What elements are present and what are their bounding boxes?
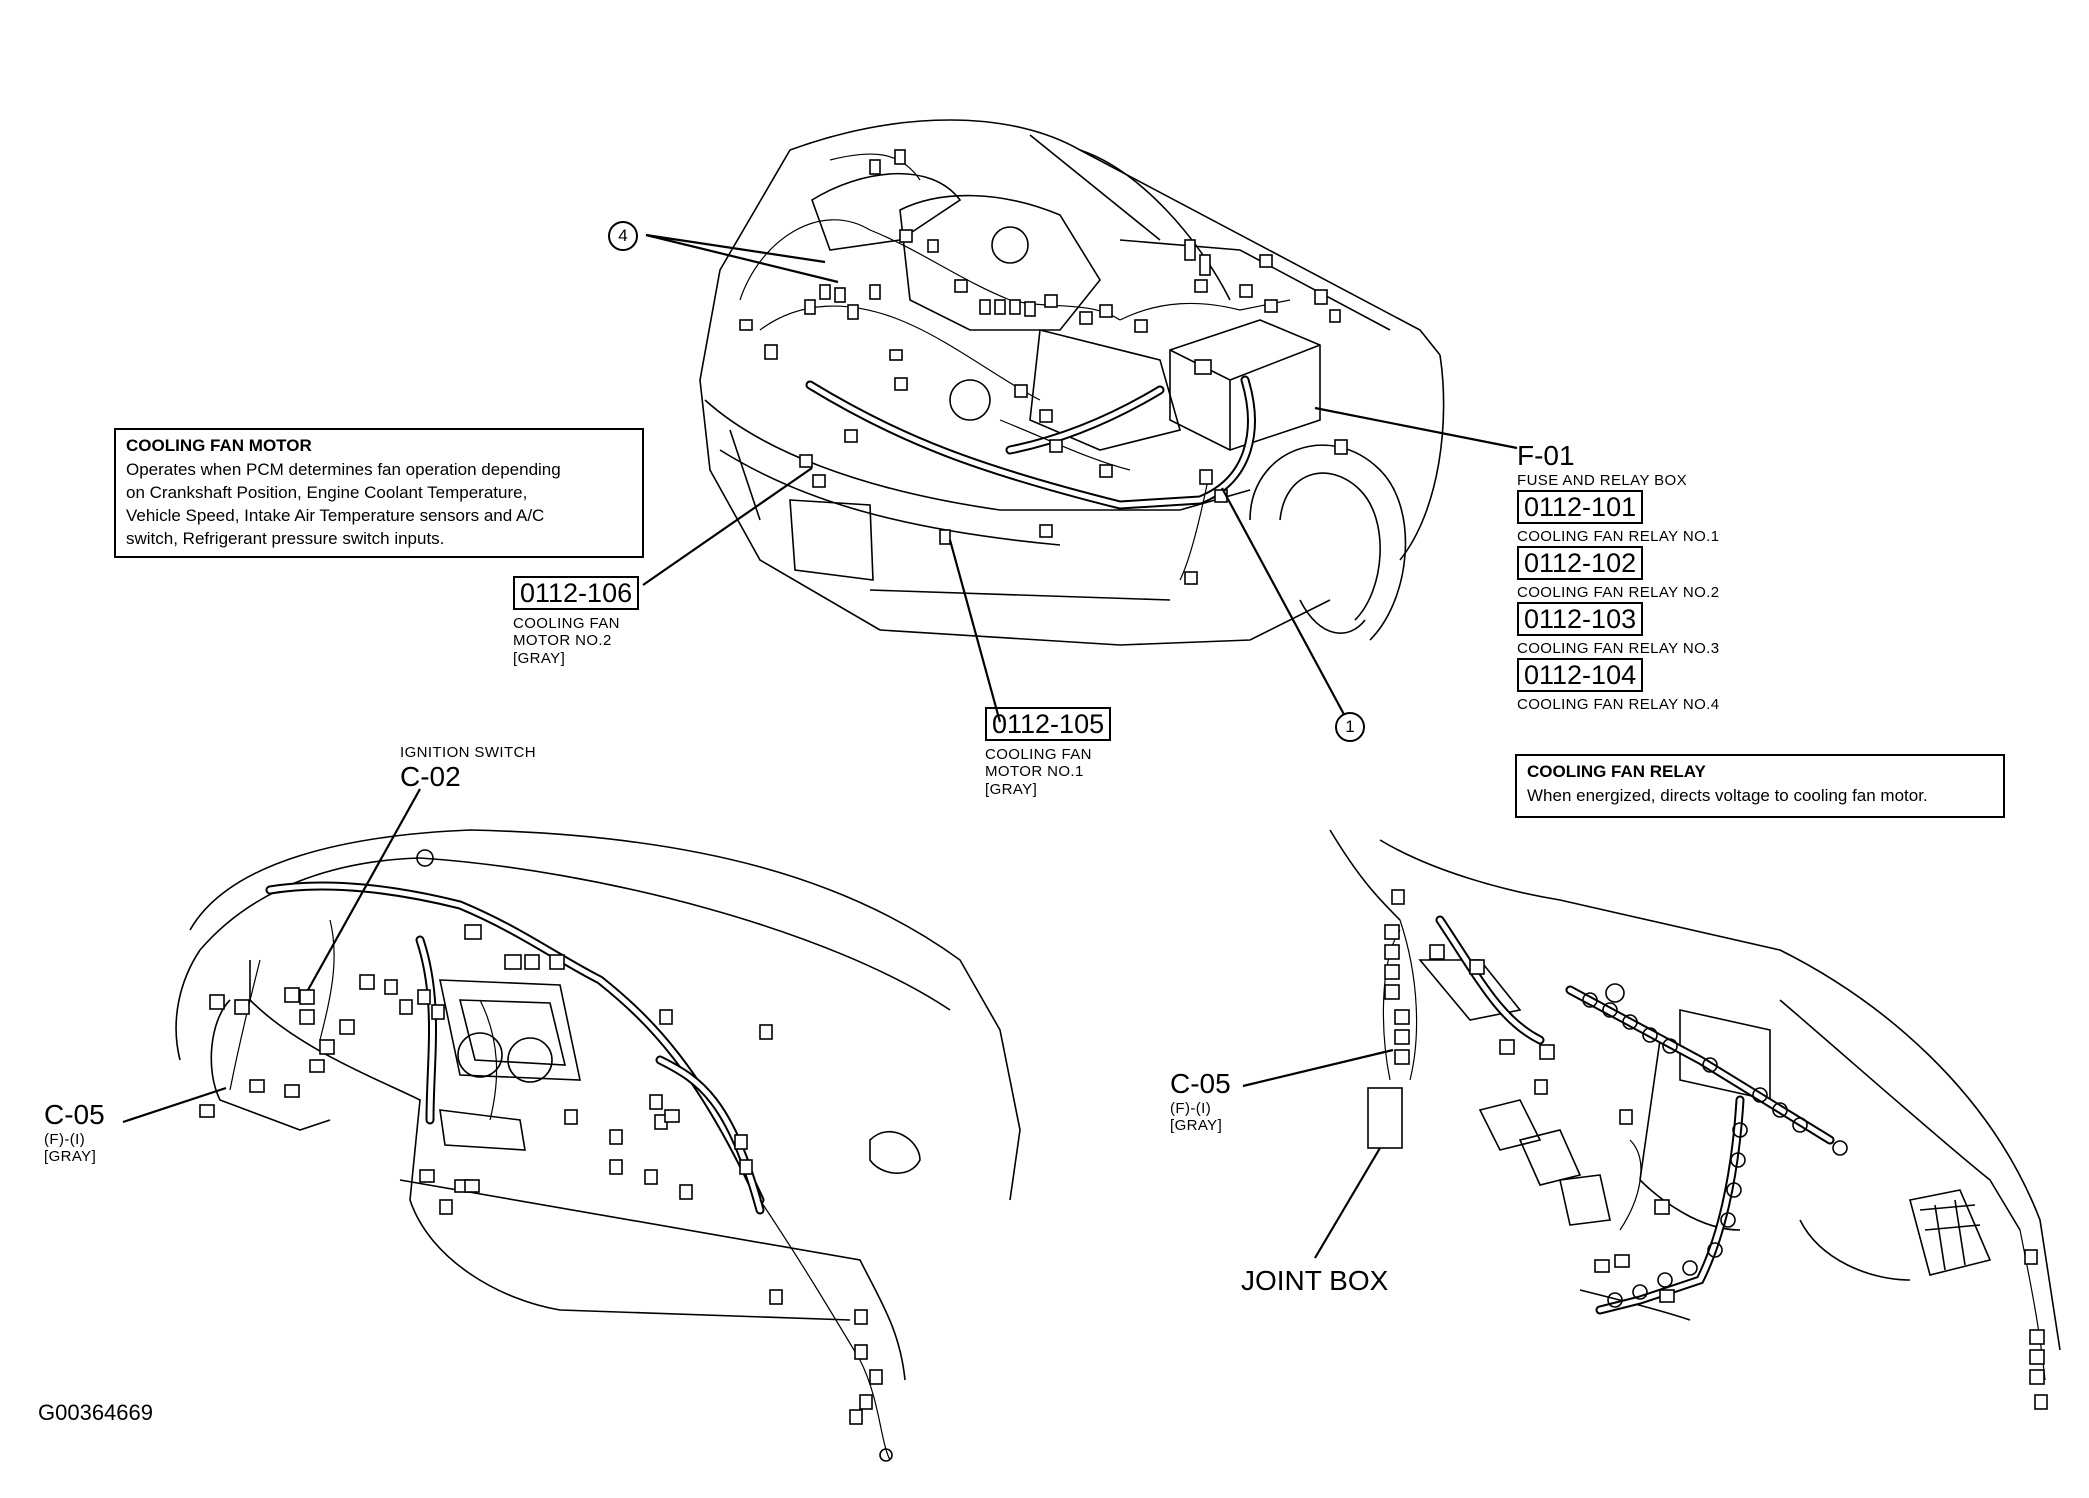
connector-desc: COOLING FAN RELAY NO.2 [1517, 584, 1720, 601]
connector-desc: MOTOR NO.2 [513, 632, 612, 650]
callout-4: 4 [608, 221, 638, 251]
connector-color: [GRAY] [513, 649, 566, 667]
connector-desc: FUSE AND RELAY BOX [1517, 472, 1688, 490]
connector-code: 0112-101 [1517, 490, 1644, 524]
connector-code: C-05 [44, 1099, 105, 1130]
cooling-fan-motor-note: COOLING FAN MOTOR Operates when PCM dete… [114, 428, 644, 558]
connector-color: [GRAY] [1170, 1117, 1223, 1135]
connector-0112-106: 0112-106 COOLING FAN MOTOR NO.2 [GRAY] [513, 576, 640, 667]
engine-connectors [739, 149, 1348, 585]
connector-desc: COOLING FAN RELAY NO.4 [1517, 696, 1720, 713]
cooling-fan-relay-note: COOLING FAN RELAY When energized, direct… [1515, 754, 2005, 818]
relay-no3: 0112-103 COOLING FAN RELAY NO.3 [1517, 602, 1720, 657]
figure-id: G00364669 [38, 1400, 153, 1425]
engine-leader-lines [642, 233, 1518, 723]
joint-box-shape [1367, 1087, 1403, 1149]
connector-code: 0112-104 [1517, 658, 1644, 692]
connector-desc: COOLING FAN RELAY NO.3 [1517, 640, 1720, 657]
connector-color: [GRAY] [985, 780, 1038, 798]
connector-desc: COOLING FAN RELAY NO.1 [1517, 528, 1720, 545]
connector-desc: COOLING FAN [985, 746, 1092, 763]
connector-code: C-05 [1170, 1068, 1231, 1099]
connector-desc: (F)-(I) [1170, 1100, 1212, 1118]
connector-color: [GRAY] [44, 1148, 97, 1166]
connector-desc: COOLING FAN [513, 615, 620, 632]
note-title: COOLING FAN MOTOR [126, 436, 312, 455]
dash-right-grommets [1582, 983, 1848, 1308]
connector-desc: MOTOR NO.1 [985, 763, 1084, 781]
dashboard-left-drawing [175, 829, 1021, 1462]
connector-0112-105: 0112-105 COOLING FAN MOTOR NO.1 [GRAY] [985, 707, 1112, 798]
relay-no4: 0112-104 COOLING FAN RELAY NO.4 [1517, 658, 1720, 713]
dash-left-leader-lines [122, 788, 421, 1124]
engine-bay-drawing [699, 119, 1445, 646]
dash-right-connectors [1384, 889, 2048, 1410]
relay-no1: 0112-101 COOLING FAN RELAY NO.1 [1517, 490, 1720, 545]
dash-right-leader-lines [1242, 1048, 1394, 1259]
callout-1: 1 [1335, 712, 1365, 742]
connector-c05-right: C-05 (F)-(I) [GRAY] [1170, 1068, 1231, 1135]
connector-code: 0112-103 [1517, 602, 1644, 636]
connector-code: 0112-106 [513, 576, 640, 610]
note-text: When energized, directs voltage to cooli… [1527, 786, 1928, 805]
connector-code: C-02 [400, 761, 461, 793]
connector-code: F-01 [1517, 440, 1575, 471]
connector-code: 0112-102 [1517, 546, 1644, 580]
connector-desc: (F)-(I) [44, 1131, 86, 1149]
connector-code: 0112-105 [985, 707, 1112, 741]
connector-c05-left: C-05 (F)-(I) [GRAY] [44, 1099, 105, 1166]
fuse-relay-box-label: F-01 FUSE AND RELAY BOX [1517, 440, 1687, 489]
note-title: COOLING FAN RELAY [1527, 762, 1706, 781]
joint-box-label: JOINT BOX [1241, 1265, 1389, 1296]
dash-left-connectors [199, 924, 883, 1425]
connector-desc: IGNITION SWITCH [400, 744, 536, 761]
dashboard-right-drawing [1329, 829, 2061, 1410]
relay-no2: 0112-102 COOLING FAN RELAY NO.2 [1517, 546, 1720, 601]
ignition-switch-label: IGNITION SWITCH C-02 [400, 744, 536, 793]
note-text: Operates when PCM determines fan operati… [126, 460, 561, 548]
